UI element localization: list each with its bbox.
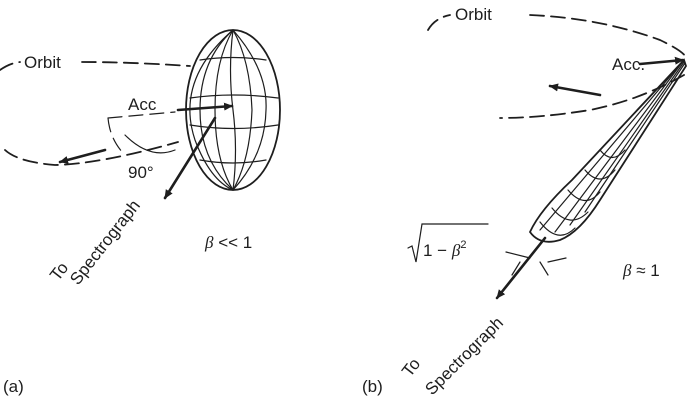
panel-tag-a: (a): [3, 377, 24, 396]
beta-label-a: β << 1: [204, 233, 252, 252]
spectrograph-arrow-a: [163, 116, 217, 200]
beta-symbol-b: β: [622, 261, 632, 280]
angle-label-a: 90°: [128, 163, 154, 182]
panel-a: Orbit Acc 90° To Spectrograph β << 1 (a): [0, 29, 281, 396]
width-prefix-b: 1 −: [423, 241, 452, 260]
width-marker-b: [505, 251, 567, 276]
acc-label-b: Acc.: [612, 55, 645, 74]
sqrt-sign-b: [407, 223, 489, 263]
orbit-label-b: Orbit: [455, 5, 492, 24]
orbit-arrow-a: [58, 148, 107, 164]
beta-relation-b: ≈ 1: [631, 261, 659, 280]
spectrograph-label-b: Spectrograph: [421, 313, 507, 399]
panel-tag-b: (b): [362, 377, 383, 396]
radiation-lobe-a: [185, 29, 281, 191]
acceleration-arrow-a: [176, 102, 234, 112]
spectrograph-arrow-b: [495, 236, 547, 300]
spectrograph-label-a: Spectrograph: [66, 196, 144, 288]
beam-width-label-b: 1 − β2: [407, 223, 489, 263]
to-label-a: To: [46, 259, 72, 285]
beta-symbol-a: β: [204, 233, 214, 252]
orbit-path-a-upper: [0, 61, 191, 71]
width-exponent-b: 2: [460, 239, 466, 251]
svg-text:1 − β2: 1 − β2: [423, 239, 466, 260]
beta-relation-a: << 1: [213, 233, 252, 252]
panel-b: Orbit Acc. 1 − β2 To Spectrograph β ≈ 1 …: [362, 5, 687, 399]
acc-label-a: Acc: [128, 95, 157, 114]
orbit-label-a: Orbit: [24, 53, 61, 72]
radiation-beam-b: [528, 58, 687, 243]
orbit-arrow-b: [548, 83, 602, 97]
construction-lines-a: [107, 111, 176, 156]
orbit-path-a-lower: [4, 141, 179, 166]
acceleration-arrow-b: [638, 56, 685, 66]
to-label-b: To: [398, 355, 424, 381]
angle-arc-a: [124, 134, 176, 154]
orbit-path-b-upper: [427, 14, 687, 59]
beta-label-b: β ≈ 1: [622, 261, 660, 280]
width-beta-b: β: [451, 241, 461, 260]
